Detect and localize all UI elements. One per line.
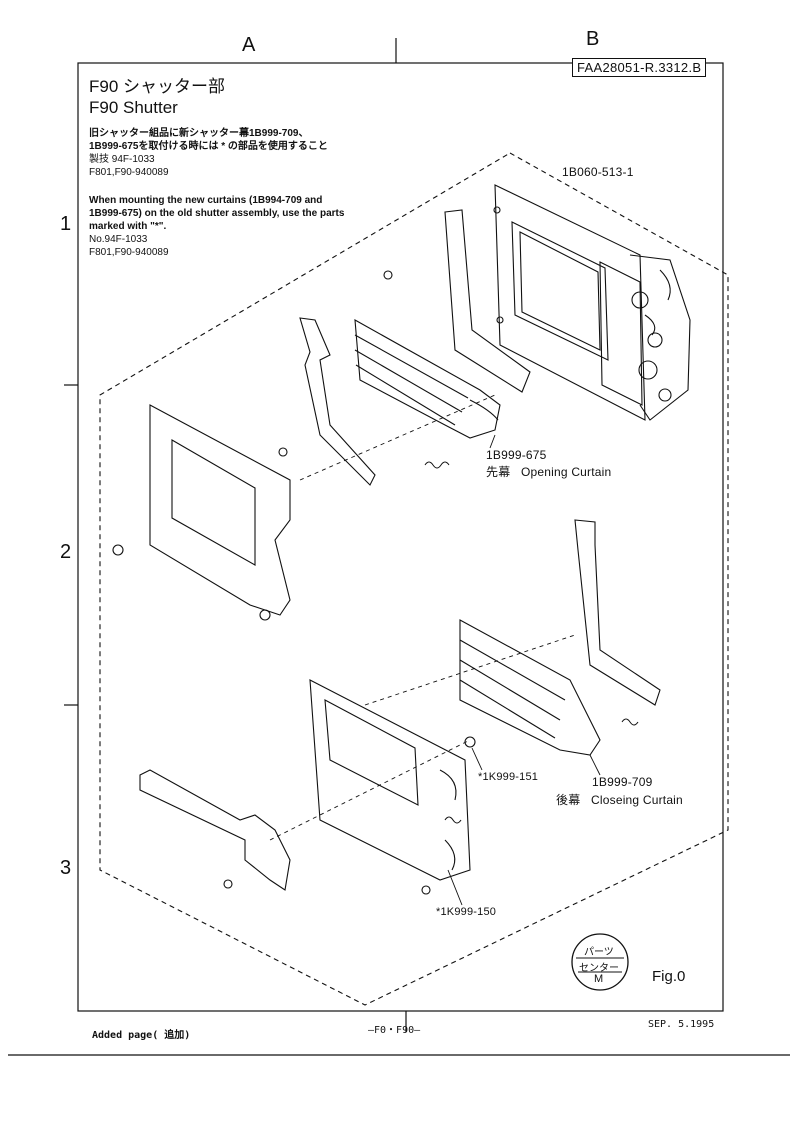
note-en-line5: F801,F90-940089 bbox=[89, 247, 169, 258]
washers-lower bbox=[223, 736, 476, 895]
footer-added-page: Added page( 追加) bbox=[92, 1030, 191, 1041]
springs bbox=[424, 461, 639, 726]
stamp-line2: センター bbox=[579, 963, 619, 974]
column-label-b: B bbox=[586, 28, 600, 50]
note-en-line4: No.94F-1033 bbox=[89, 234, 148, 245]
note-jp-line2: 1B999-675を取付ける時には * の部品を使用すること bbox=[89, 141, 328, 152]
column-label-a: A bbox=[242, 34, 256, 56]
closing-curtain-part-number: 1B999-709 bbox=[592, 775, 653, 789]
exploded-boundary bbox=[99, 152, 729, 1006]
assembly-lines bbox=[269, 394, 576, 841]
row-label-3: 3 bbox=[60, 857, 72, 879]
note-jp-line4: F801,F90-940089 bbox=[89, 167, 169, 178]
leader-lines bbox=[447, 434, 601, 906]
stamp-line3: M bbox=[594, 973, 604, 985]
opening-curtain-part-number: 1B999-675 bbox=[486, 448, 547, 462]
opening-curtain-blades bbox=[354, 319, 501, 439]
upper-blade-arm bbox=[444, 209, 531, 393]
closing-curtain-jp: 後幕 bbox=[556, 793, 581, 807]
footer-date: SEP. 5.1995 bbox=[648, 1019, 715, 1030]
part-1k999-151: *1K999-151 bbox=[478, 771, 539, 783]
footer-page-id: —F0・F90— bbox=[368, 1025, 421, 1036]
closing-curtain-blades bbox=[459, 619, 601, 756]
drawing-frame bbox=[77, 62, 724, 1012]
row-label-1: 1 bbox=[60, 213, 72, 235]
lower-right-plate bbox=[574, 519, 661, 706]
upper-left-plate bbox=[299, 317, 376, 486]
cover-plate bbox=[149, 404, 291, 616]
document-code-box: FAA28051-R.3312.B bbox=[572, 58, 707, 77]
title-english: F90 Shutter bbox=[89, 98, 178, 117]
shutter-assembly-drawing bbox=[493, 184, 691, 421]
opening-curtain-label: 先幕 Opening Curtain bbox=[486, 463, 611, 480]
assembly-part-number: 1B060-513-1 bbox=[562, 165, 634, 179]
lower-shutter-plate bbox=[309, 679, 471, 881]
note-jp-line3: 製技 94F-1033 bbox=[89, 154, 155, 165]
note-jp-line1: 旧シャッター組品に新シャッター幕1B999-709、 bbox=[89, 128, 309, 139]
part-1k999-150: *1K999-150 bbox=[436, 906, 497, 918]
closing-curtain-label: 後幕 Closeing Curtain bbox=[556, 791, 683, 808]
title-japanese: F90 シャッター部 bbox=[89, 77, 226, 96]
figure-label: Fig.0 bbox=[652, 968, 686, 985]
opening-curtain-en: Opening Curtain bbox=[521, 465, 612, 479]
row-label-2: 2 bbox=[60, 541, 72, 563]
opening-curtain-jp: 先幕 bbox=[486, 465, 511, 479]
note-en-line3: marked with "*". bbox=[89, 221, 167, 232]
note-en-line2: 1B999-675) on the old shutter assembly, … bbox=[89, 208, 345, 219]
note-en-line1: When mounting the new curtains (1B994-70… bbox=[89, 195, 323, 206]
lower-left-arm bbox=[139, 769, 291, 891]
washers-upper bbox=[112, 270, 393, 621]
stamp-line1: パーツ bbox=[584, 947, 614, 958]
stamp-circle bbox=[571, 933, 629, 991]
closing-curtain-en: Closeing Curtain bbox=[591, 793, 683, 807]
